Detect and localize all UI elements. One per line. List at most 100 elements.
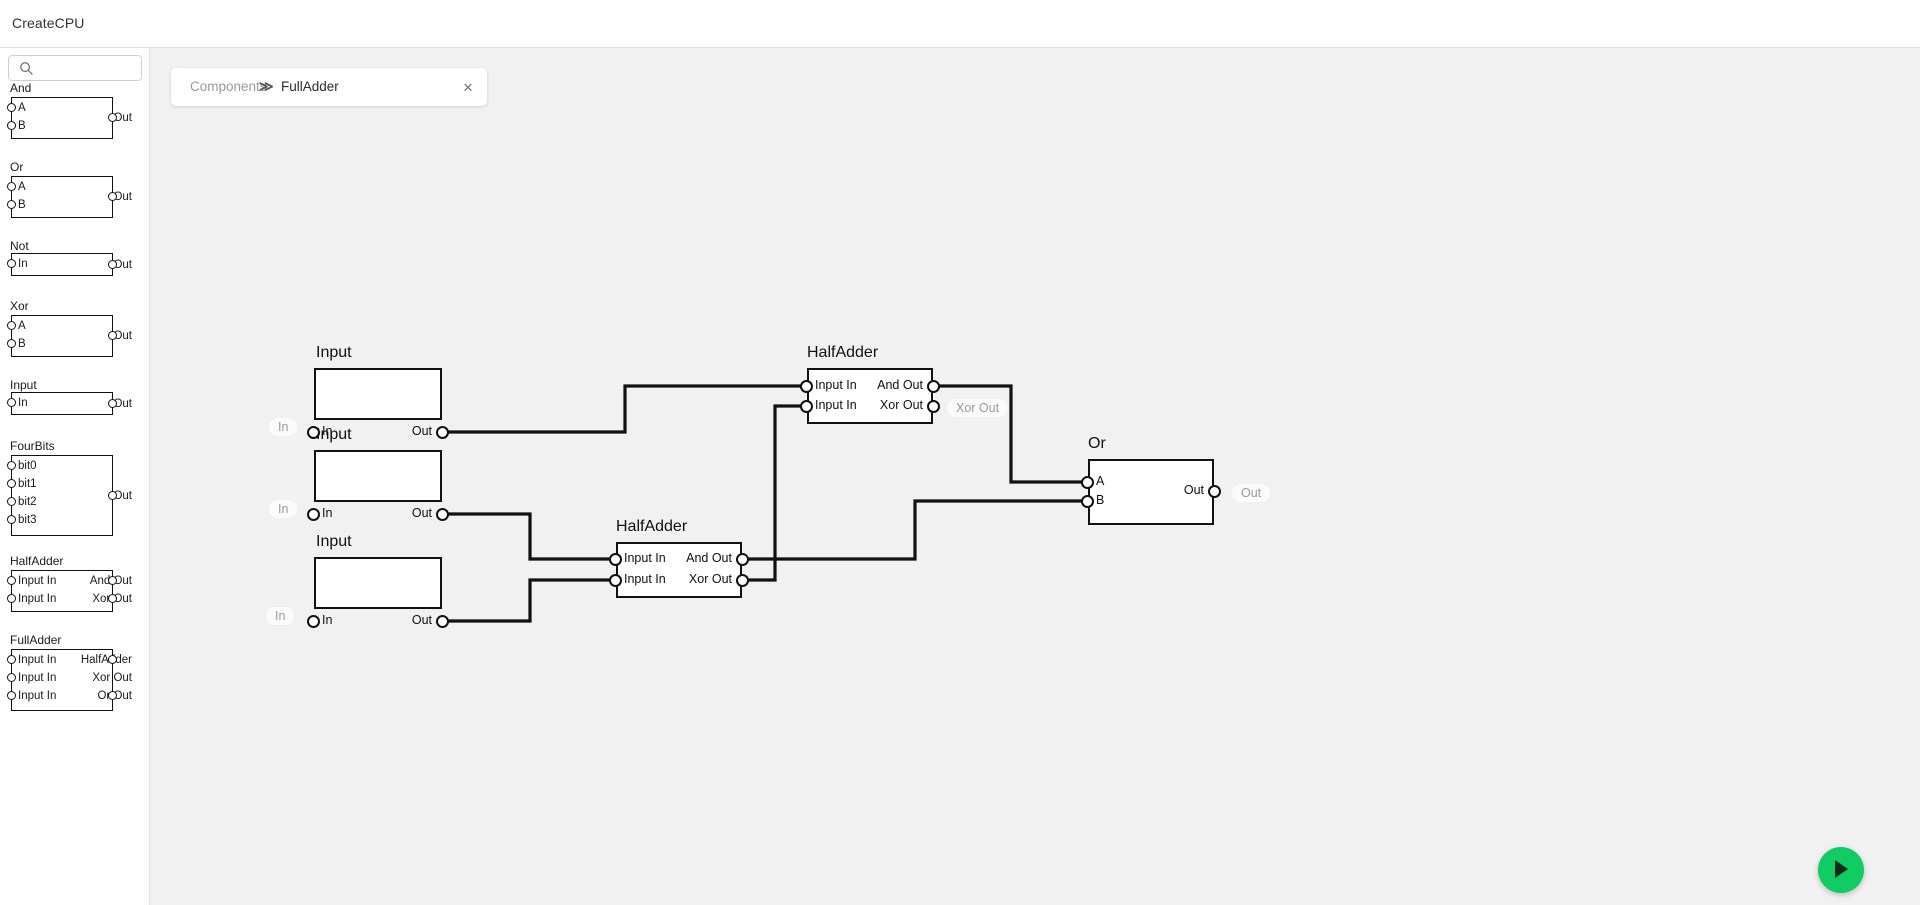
canvas-output-port[interactable] [736, 574, 749, 587]
canvas-input-port[interactable] [609, 553, 622, 566]
canvas-input-port-label: Input In [815, 398, 857, 412]
library-input-port[interactable] [7, 479, 16, 488]
library-output-port[interactable] [108, 113, 117, 122]
breadcrumb-root-link[interactable]: Components [190, 79, 267, 94]
library-output-port-label: Out [113, 191, 132, 203]
library-input-port-label: Input In [18, 654, 57, 666]
wire-input3-to-halfadderbottom-in2 [437, 578, 618, 623]
canvas-node-title: Or [1088, 435, 1106, 452]
canvas-node-title: Input [316, 533, 352, 550]
canvas-node-title: HalfAdder [616, 518, 688, 535]
canvas-input-port[interactable] [609, 574, 622, 587]
library-output-port[interactable] [108, 192, 117, 201]
search-box[interactable] [8, 55, 142, 81]
breadcrumb-tab[interactable]: Components ≫ FullAdder ✕ [171, 68, 487, 106]
library-input-port[interactable] [7, 691, 16, 700]
library-output-port[interactable] [108, 259, 117, 269]
canvas-node-halfadder-bottom[interactable] [616, 542, 742, 598]
canvas-input-port[interactable] [800, 400, 813, 413]
breadcrumb-current-label: FullAdder [281, 79, 339, 94]
canvas-node-or-gate[interactable] [1088, 459, 1214, 525]
canvas-node-input2[interactable] [314, 450, 442, 502]
close-icon[interactable]: ✕ [462, 80, 474, 95]
library-item-label: Or [10, 160, 24, 174]
canvas-input-port-label: B [1096, 493, 1105, 507]
library-input-port-label: Input In [18, 593, 57, 605]
canvas-input-port-label: Input In [624, 572, 666, 586]
library-input-port[interactable] [7, 339, 16, 348]
canvas-node-pill-right: Out [1232, 484, 1271, 502]
canvas-input-port[interactable] [307, 615, 320, 628]
library-input-port[interactable] [7, 182, 16, 191]
canvas-input-port-label: Input In [624, 551, 666, 565]
library-input-port[interactable] [7, 515, 16, 524]
wire-input2-to-halfadderbottom-in1 [440, 512, 618, 561]
canvas-output-port[interactable] [927, 380, 940, 393]
library-output-port[interactable] [108, 691, 117, 700]
canvas-input-port[interactable] [307, 508, 320, 521]
canvas-input-port-label: Input In [815, 378, 857, 392]
library-item-symbol [11, 315, 113, 357]
library-item-label: HalfAdder [10, 554, 64, 568]
library-item-label: And [10, 81, 32, 95]
library-input-port[interactable] [7, 259, 16, 268]
library-input-port[interactable] [7, 655, 16, 664]
library-item-label: FullAdder [10, 633, 62, 647]
canvas-output-port[interactable] [927, 400, 940, 413]
library-item-symbol [11, 455, 113, 536]
canvas-input-port[interactable] [1081, 495, 1094, 508]
library-input-port-label: A [18, 181, 26, 193]
canvas-input-port[interactable] [307, 426, 320, 439]
canvas-output-port[interactable] [436, 426, 449, 439]
library-input-port[interactable] [7, 576, 16, 585]
canvas-node-halfadder-top[interactable] [807, 368, 933, 424]
canvas-node-pill-right: Xor Out [947, 399, 1009, 417]
canvas-input-port[interactable] [800, 380, 813, 393]
library-input-port-label: B [18, 199, 26, 211]
library-input-port-label: bit2 [18, 496, 37, 508]
canvas-output-port[interactable] [736, 553, 749, 566]
library-input-port[interactable] [7, 673, 16, 682]
library-input-port-label: bit3 [18, 514, 37, 526]
canvas-node-input3[interactable] [314, 557, 442, 609]
library-input-port-label: A [18, 320, 26, 332]
canvas-output-port-label: Out [411, 613, 432, 627]
library-output-port-label: Xor Out [92, 672, 132, 684]
wire-input1-to-halfaddertop-in1 [440, 384, 809, 434]
chevron-right-icon: ≫ [259, 78, 274, 94]
canvas-node-input1[interactable] [314, 368, 442, 420]
library-output-port-label: Out [113, 330, 132, 342]
library-input-port-label: bit0 [18, 460, 37, 472]
canvas-input-port[interactable] [1081, 476, 1094, 489]
canvas-output-port-label: Out [1183, 483, 1204, 497]
library-input-port[interactable] [7, 103, 16, 112]
canvas-output-port[interactable] [1208, 485, 1221, 498]
library-input-port-label: Input In [18, 575, 57, 587]
app-title: CreateCPU [12, 15, 85, 31]
wire-halfadderbottom-and-to-or-b [740, 499, 1090, 561]
library-input-port[interactable] [7, 497, 16, 506]
library-output-port[interactable] [108, 398, 117, 408]
canvas-node-pill-left: In [269, 418, 298, 436]
run-simulation-button[interactable] [1818, 847, 1864, 893]
library-output-port[interactable] [108, 576, 117, 585]
canvas-output-port[interactable] [436, 615, 449, 628]
library-output-port[interactable] [108, 490, 117, 500]
library-input-port[interactable] [7, 200, 16, 209]
library-input-port[interactable] [7, 461, 16, 470]
canvas-input-port-label: In [322, 506, 333, 520]
canvas-node-title: HalfAdder [807, 344, 879, 361]
search-input[interactable] [39, 59, 137, 79]
library-input-port[interactable] [7, 121, 16, 130]
canvas-output-port[interactable] [436, 508, 449, 521]
library-input-port[interactable] [7, 398, 16, 407]
library-item-label: Not [10, 239, 29, 253]
library-output-port-label: Out [113, 397, 132, 410]
canvas-node-title: Input [316, 344, 352, 361]
library-input-port[interactable] [7, 321, 16, 330]
library-output-port[interactable] [108, 655, 117, 664]
library-output-port[interactable] [108, 594, 117, 603]
library-input-port[interactable] [7, 594, 16, 603]
library-output-port[interactable] [108, 331, 117, 340]
